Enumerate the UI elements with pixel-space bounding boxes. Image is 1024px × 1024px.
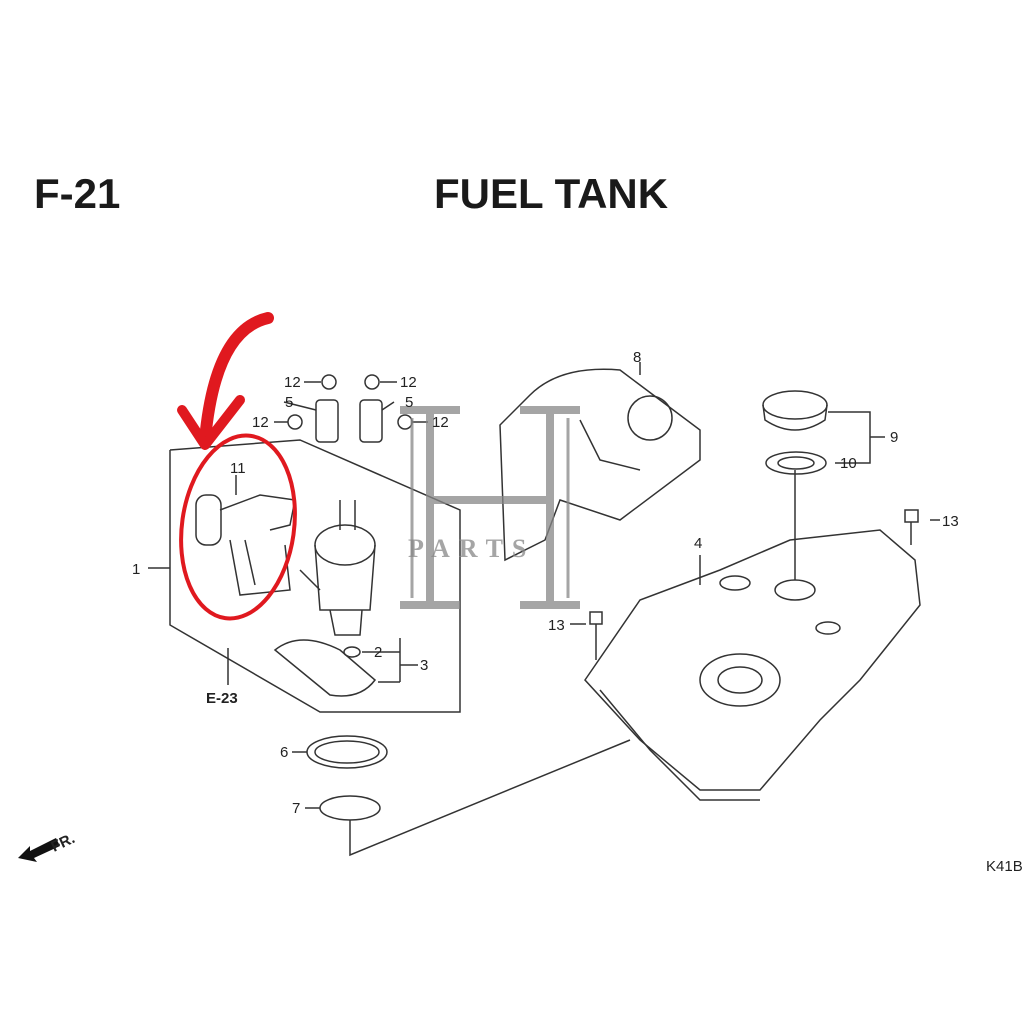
callout-12c: 12 bbox=[252, 414, 269, 431]
fuel-filter bbox=[273, 639, 377, 697]
callout-7: 7 bbox=[292, 800, 300, 817]
callout-2: 2 bbox=[374, 644, 382, 661]
watermark-text: PARTS bbox=[408, 534, 535, 563]
highlight-circle bbox=[179, 433, 297, 621]
callout-13b: 13 bbox=[548, 617, 565, 634]
callout-10: 10 bbox=[840, 455, 857, 472]
fuel-tank-4 bbox=[584, 529, 921, 791]
fuel-cap-9 bbox=[762, 390, 828, 420]
callout-5a: 5 bbox=[285, 394, 293, 411]
front-label: FR. bbox=[49, 830, 78, 856]
reference-e23: E-23 bbox=[206, 690, 238, 707]
section-code: F-21 bbox=[34, 170, 121, 217]
callout-6: 6 bbox=[280, 744, 288, 761]
fuel-pump-body bbox=[299, 500, 376, 636]
tank-cover-8 bbox=[499, 368, 701, 562]
bolt-13-right bbox=[904, 509, 940, 545]
front-arrow-icon: FR. bbox=[18, 830, 78, 862]
callout-12b: 12 bbox=[400, 374, 417, 391]
callout-12a: 12 bbox=[284, 374, 301, 391]
bolt-13-left bbox=[570, 611, 603, 660]
callout-4: 4 bbox=[694, 535, 702, 552]
callout-1: 1 bbox=[132, 561, 140, 578]
watermark-h-logo-icon bbox=[400, 406, 580, 609]
callout-9: 9 bbox=[890, 429, 898, 446]
callout-3: 3 bbox=[420, 657, 428, 674]
callout-13a: 13 bbox=[942, 513, 959, 530]
diagram-code: K41B bbox=[986, 858, 1023, 875]
callout-11: 11 bbox=[230, 460, 246, 477]
cap-gasket-10 bbox=[765, 451, 827, 475]
assembly-bracket bbox=[148, 439, 461, 713]
callout-8: 8 bbox=[633, 349, 641, 366]
watermark-logo: PARTS bbox=[400, 406, 580, 609]
highlight-markup bbox=[177, 312, 297, 621]
callout-12d: 12 bbox=[432, 414, 449, 431]
diagram-title: FUEL TANK bbox=[434, 170, 669, 217]
o-ring-7 bbox=[319, 795, 381, 821]
highlight-arrow-icon bbox=[199, 312, 274, 446]
callout-5b: 5 bbox=[405, 394, 413, 411]
